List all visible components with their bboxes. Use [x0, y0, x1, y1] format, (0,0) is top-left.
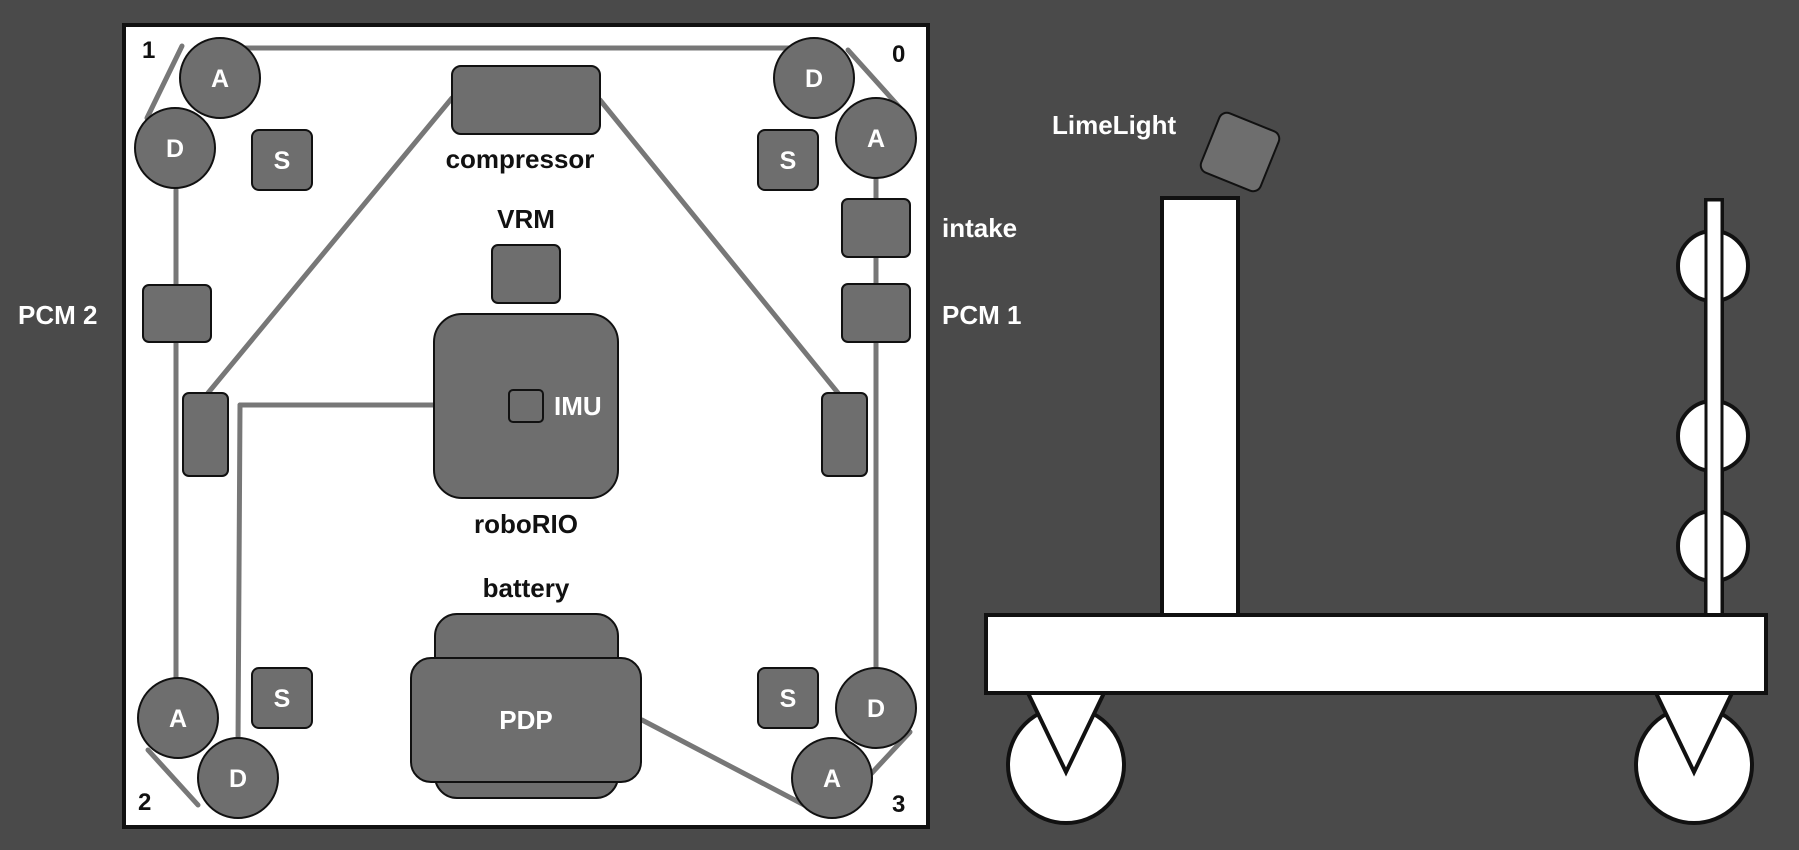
intake-module — [841, 198, 911, 258]
wire-front-right-diag — [845, 47, 905, 113]
side-motor-right — [821, 392, 868, 477]
wire-front-left-diag — [144, 43, 185, 121]
imu — [508, 389, 544, 423]
roborio-label: roboRIO — [474, 509, 578, 539]
limelight-camera — [1199, 111, 1281, 193]
corner-number-front-right: 0 — [892, 41, 905, 68]
wire-back-left-diag — [145, 747, 201, 808]
wheel-bracket-left — [1024, 691, 1108, 777]
drive-motor-front-right — [773, 37, 855, 119]
drive-motor-back-left-label: D — [229, 765, 247, 793]
sensor-front-right — [757, 129, 819, 191]
sensor-front-left-label: S — [274, 147, 291, 175]
sensor-back-right — [757, 667, 819, 729]
corner-number-back-right: 3 — [892, 791, 905, 818]
drive-motor-front-right-label: D — [805, 65, 823, 93]
sensor-front-left — [251, 129, 313, 191]
vrm — [491, 244, 561, 304]
sensor-back-left — [251, 667, 313, 729]
wire-pdp-back-right — [639, 717, 813, 811]
angle-motor-front-left-label: A — [211, 65, 229, 93]
corner-number-back-left: 2 — [138, 789, 151, 816]
battery-label: battery — [483, 573, 570, 603]
wire-compressor-left — [205, 95, 455, 396]
angle-motor-front-right-label: A — [867, 125, 885, 153]
side-view-base — [984, 613, 1768, 695]
limelight-label: LimeLight — [1052, 110, 1177, 140]
wire-imu-left-vertical — [235, 402, 243, 748]
wheel-bracket-right — [1652, 691, 1736, 777]
pcm-1 — [841, 283, 911, 343]
angle-motor-back-left — [137, 677, 219, 759]
angle-motor-back-right-label: A — [823, 765, 841, 793]
angle-motor-back-right — [791, 737, 873, 819]
drive-motor-back-left — [197, 737, 279, 819]
drive-motor-back-right-label: D — [867, 695, 885, 723]
drive-motor-front-left-label: D — [166, 135, 184, 163]
intake-label: intake — [942, 213, 1017, 243]
compressor — [451, 65, 601, 135]
pdp-label: PDP — [499, 705, 552, 735]
corner-number-front-left: 1 — [142, 37, 155, 64]
side-view-vertical-post — [1160, 196, 1240, 620]
thin-post-overlay — [1704, 198, 1724, 620]
sensor-front-right-label: S — [780, 147, 797, 175]
drive-motor-back-right — [835, 667, 917, 749]
angle-motor-back-left-label: A — [169, 705, 187, 733]
sensor-back-right-label: S — [780, 685, 797, 713]
wire-back-right-diag — [867, 729, 913, 778]
pcm-2 — [142, 284, 212, 343]
pdp — [410, 657, 642, 783]
sensor-back-left-label: S — [274, 685, 291, 713]
angle-motor-front-right — [835, 97, 917, 179]
wire-compressor-right — [597, 97, 841, 396]
vrm-label: VRM — [497, 204, 555, 234]
side-view: LimeLight — [984, 110, 1768, 825]
compressor-label: compressor — [446, 144, 595, 174]
pcm-1-label: PCM 1 — [942, 300, 1021, 330]
pcm-2-label: PCM 2 — [18, 300, 97, 330]
drive-motor-front-left — [134, 107, 216, 189]
angle-motor-front-left — [179, 37, 261, 119]
imu-label: IMU — [554, 391, 602, 421]
side-motor-left — [182, 392, 229, 477]
